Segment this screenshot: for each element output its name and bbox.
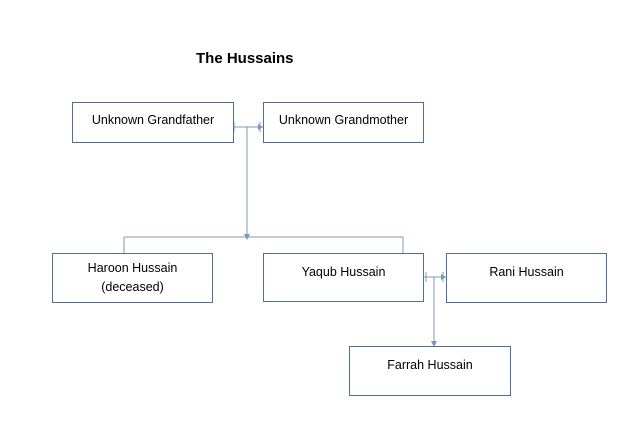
- arrowhead-farrah: [431, 341, 437, 347]
- node-label: Unknown Grandmother: [278, 113, 409, 127]
- node-label: Farrah Hussain: [387, 358, 473, 372]
- diagram-title: The Hussains: [196, 50, 294, 67]
- node-note: (deceased): [101, 280, 164, 294]
- node-label: Haroon Hussain: [87, 261, 178, 275]
- arrowhead-children: [244, 234, 250, 240]
- node-label: Unknown Grandfather: [91, 113, 215, 127]
- node-rani-hussain: Rani Hussain: [446, 253, 607, 303]
- node-unknown-grandfather: Unknown Grandfather: [72, 102, 234, 143]
- node-unknown-grandmother: Unknown Grandmother: [263, 102, 424, 143]
- node-label: Yaqub Hussain: [301, 265, 386, 279]
- node-farrah-hussain: Farrah Hussain: [349, 346, 511, 396]
- arrowhead-grandmother: [258, 124, 263, 130]
- node-yaqub-hussain: Yaqub Hussain: [263, 253, 424, 302]
- node-label: Rani Hussain: [489, 265, 564, 279]
- arrowhead-rani: [441, 274, 446, 280]
- node-haroon-hussain: Haroon Hussain (deceased): [52, 253, 213, 303]
